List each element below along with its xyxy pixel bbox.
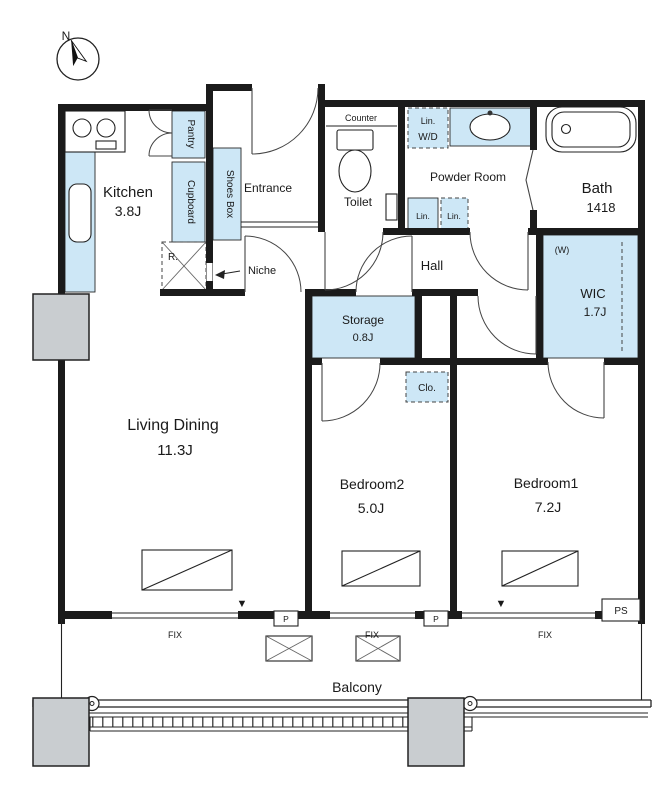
pipe-space-label-1: P (283, 614, 289, 624)
powder-door-arc (469, 231, 529, 291)
toilet-door-arc (324, 231, 384, 291)
pipe-shaft-label: PS (614, 606, 628, 617)
pillar-bottom-left (32, 697, 90, 767)
balcony-structure (32, 619, 652, 732)
closet-label: Clo. (418, 383, 436, 394)
balcony-railing (32, 695, 652, 712)
living-dining-size: 11.3J (157, 442, 193, 459)
stove-icon (64, 110, 126, 153)
lower-balcony-edge (62, 712, 648, 732)
washbasin-icon (469, 110, 511, 141)
washer-dryer-label: W/D (418, 132, 437, 143)
kitchen-label: Kitchen (103, 184, 153, 201)
entrance-door-arc (251, 87, 319, 155)
door-swings (148, 87, 605, 422)
living-door-arc (244, 235, 302, 293)
kitchen-size: 3.8J (115, 203, 141, 219)
ac-mark-living: ▼ (237, 598, 248, 610)
bedroom1-door-arc (477, 295, 537, 355)
pantry-door-arc-top (148, 109, 173, 134)
bedroom2-door-arc (321, 362, 381, 422)
wic-door-arc (547, 361, 605, 419)
north-label: N (62, 29, 71, 43)
fix-window-label-2: FIX (365, 630, 379, 640)
balcony-hatch-box-2 (355, 635, 401, 662)
hall-label: Hall (421, 258, 444, 273)
niche-label: Niche (248, 265, 276, 277)
balcony-hatch-box-1 (265, 635, 313, 662)
kitchen-sink-icon (68, 183, 92, 243)
compass-needle-light (70, 39, 88, 63)
toilet-icon (326, 125, 398, 221)
service-boxes (273, 598, 641, 627)
fix-window-label-1: FIX (168, 630, 182, 640)
bath-label: Bath (582, 180, 613, 197)
fixed-windows (112, 612, 595, 619)
linen-cabinet-left (407, 197, 439, 231)
pipe-space-label-2: P (433, 614, 439, 624)
fixture-fills (64, 107, 639, 403)
shoes-box-cabinet (212, 147, 242, 241)
fix-window-label-3: FIX (538, 630, 552, 640)
bath-size: 1418 (587, 200, 616, 215)
bedroom1-size: 7.2J (535, 499, 561, 515)
labels: Kitchen 3.8J Pantry Cupboard Shoes Box E… (103, 113, 628, 695)
linen-right-label: Lin. (447, 211, 461, 221)
furniture-rect-living (141, 549, 233, 591)
bath-folding-door (525, 149, 534, 211)
closet-area (405, 371, 449, 403)
bedroom2-size: 5.0J (358, 500, 384, 516)
furniture-rect-bedroom1 (501, 550, 579, 587)
north-compass-icon: N (56, 29, 100, 81)
bedroom2-label: Bedroom2 (340, 476, 405, 492)
living-dining-label: Living Dining (127, 417, 219, 434)
powder-room-label: Powder Room (430, 170, 506, 184)
pipe-space-box-1 (273, 610, 299, 627)
wic-label: WIC (580, 286, 605, 301)
refrigerator-space (161, 241, 207, 291)
entrance-label: Entrance (244, 181, 292, 195)
washer-dryer-space (407, 107, 449, 149)
storage-door-arc (355, 235, 413, 293)
wic-note-label: (W) (555, 245, 570, 255)
pantry-cabinet (171, 110, 206, 159)
storage-size: 0.8J (353, 332, 374, 344)
niche-arrow-line (221, 270, 241, 275)
niche-arrow-head (215, 270, 225, 279)
entrance-step (241, 221, 318, 228)
wic-size: 1.7J (584, 305, 607, 319)
compass-circle (56, 37, 100, 81)
ac-mark-bedroom1: ▼ (496, 598, 507, 610)
compass-needle (70, 39, 88, 67)
furniture-rect-bedroom2 (341, 550, 421, 587)
niche-notch (206, 263, 213, 281)
toilet-label: Toilet (344, 195, 373, 209)
pipe-shaft-box (601, 598, 641, 622)
linen-top-label: Lin. (421, 116, 436, 126)
compass-needle-dark (71, 40, 78, 67)
pillar-bottom-middle (407, 697, 465, 767)
walls (58, 84, 645, 624)
pillars (32, 293, 465, 767)
pantry-label: Pantry (185, 120, 196, 149)
bedroom1-label: Bedroom1 (514, 475, 579, 491)
pipe-space-box-2 (423, 610, 449, 627)
storage-label: Storage (342, 313, 384, 327)
cupboard-cabinet (171, 161, 206, 243)
bathtub-icon (545, 106, 637, 153)
niche (206, 263, 241, 281)
shoes-box-label: Shoes Box (224, 170, 235, 218)
pantry-door-arc-bottom (148, 132, 173, 157)
pillar-left (32, 293, 90, 361)
fixtures (64, 106, 637, 591)
refrigerator-label: R. (168, 252, 178, 263)
linen-left-label: Lin. (416, 211, 430, 221)
balcony-label: Balcony (332, 679, 382, 695)
counter-label: Counter (345, 113, 377, 123)
cupboard-label: Cupboard (185, 180, 196, 224)
storage-area (311, 295, 416, 359)
